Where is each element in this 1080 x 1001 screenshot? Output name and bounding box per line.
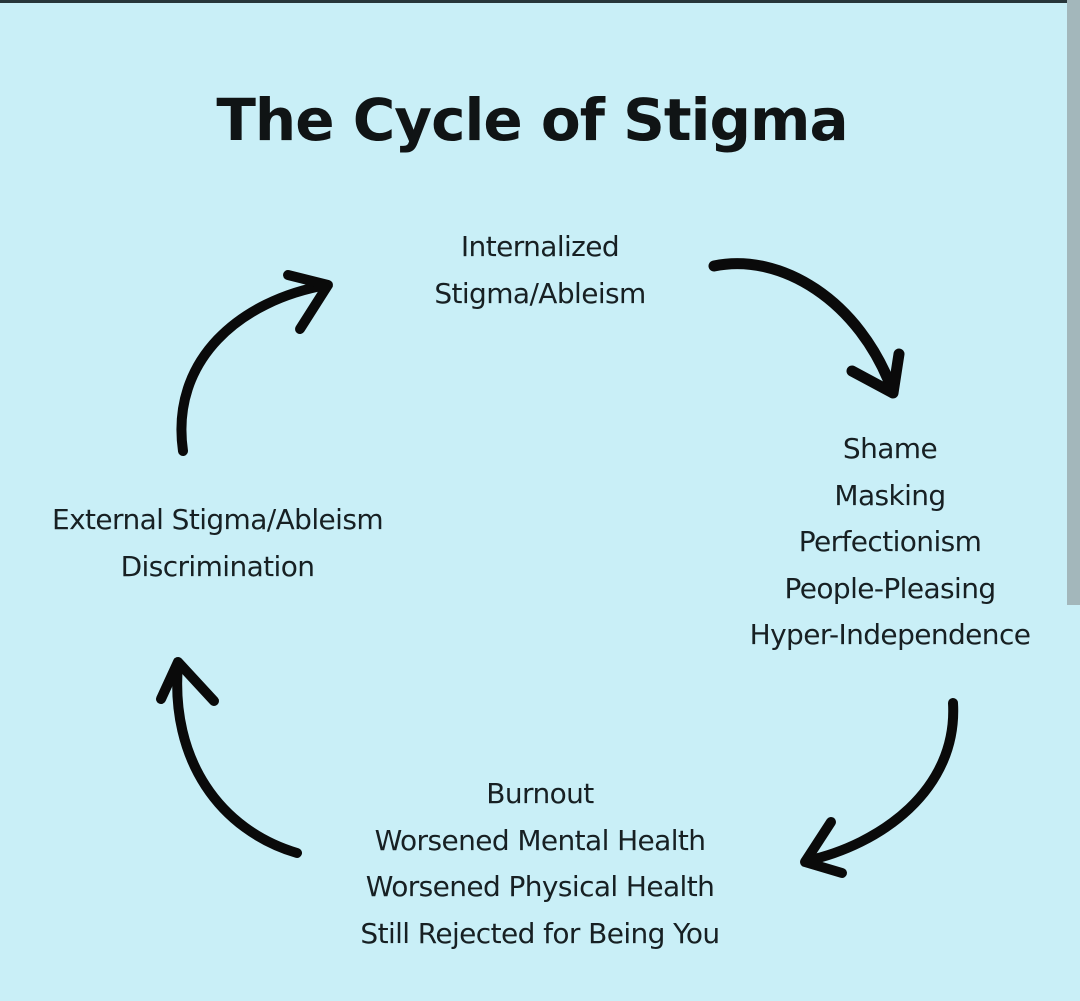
node-line: Still Rejected for Being You (360, 916, 720, 950)
top-border (0, 0, 1080, 3)
node-line: Shame (842, 432, 938, 465)
arrow-bottom-left-icon (156, 657, 302, 858)
arrow-top-left-icon (176, 270, 333, 456)
node-line: External Stigma/Ableism (51, 503, 384, 536)
diagram-title: The Cycle of Stigma (216, 85, 848, 154)
node-line: Perfectionism (798, 525, 982, 558)
node-line: Stigma/Ableism (434, 276, 646, 310)
node-internalized-stigma: Internalized Stigma/Ableism (340, 224, 740, 317)
node-line: People-Pleasing (784, 571, 996, 605)
node-line: Hyper-Independence (749, 618, 1031, 651)
arrow-top-right-icon (708, 258, 905, 399)
arrow-bottom-right-icon (800, 698, 959, 878)
node-consequences: Burnout Worsened Mental Health Worsened … (290, 771, 790, 957)
node-line: Worsened Physical Health (365, 870, 715, 903)
node-line: Discrimination (120, 549, 315, 583)
node-line: Internalized (460, 230, 620, 263)
node-line: Burnout (486, 777, 594, 810)
node-external-stigma: External Stigma/Ableism Discrimination (0, 497, 435, 590)
side-scroll-strip (1067, 0, 1080, 605)
node-coping-behaviors: Shame Masking Perfectionism People-Pleas… (690, 426, 1080, 659)
node-line: Masking (834, 478, 946, 512)
node-line: Worsened Mental Health (374, 823, 706, 857)
